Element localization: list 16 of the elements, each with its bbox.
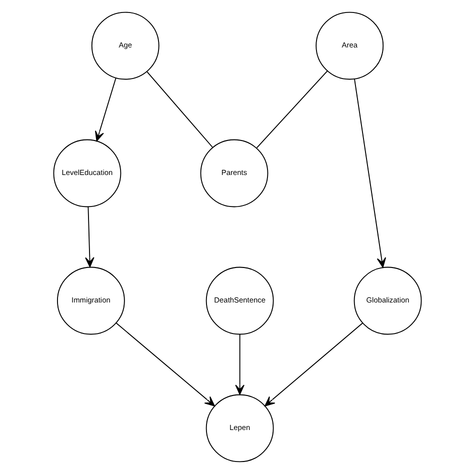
node-circle: DeathSentence: [205, 266, 274, 335]
node-circle: Immigration: [56, 266, 124, 335]
arrow: [94, 78, 116, 142]
node-circle: Area: [315, 12, 384, 80]
arrow: [354, 78, 386, 268]
node-circle: Lepen: [205, 394, 274, 462]
arrow: [234, 334, 244, 395]
node-circle: Age: [90, 12, 159, 80]
arrow: [264, 322, 363, 406]
arrow: [84, 206, 94, 268]
node-circle: Globalization: [353, 266, 422, 335]
node-circle: Parents: [200, 139, 268, 208]
connector: [256, 70, 328, 148]
arrow: [115, 322, 214, 406]
node-circle: LevelEducation: [52, 139, 121, 208]
connector: [146, 71, 212, 148]
